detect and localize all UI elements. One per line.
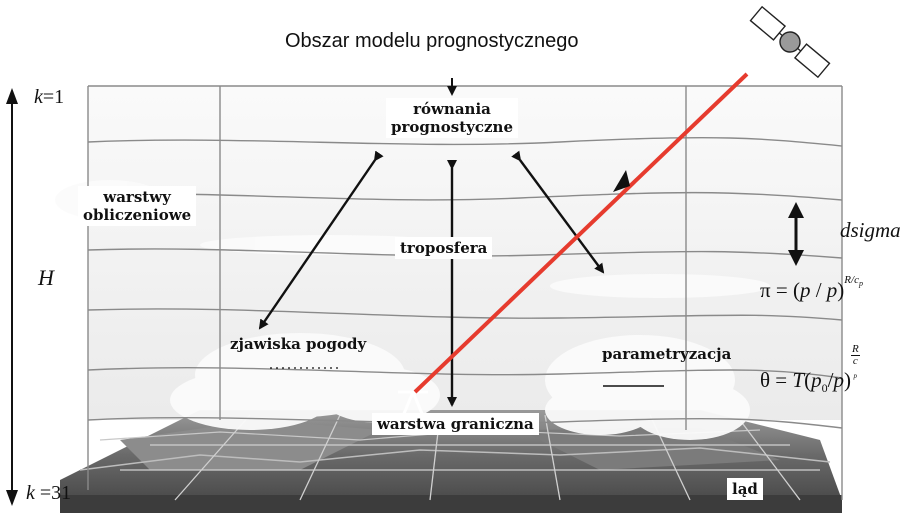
height-label: H — [38, 265, 54, 290]
satellite-ray — [413, 72, 749, 394]
top-arrow — [447, 78, 457, 96]
terrain — [60, 410, 842, 513]
label-parametrization: parametryzacja — [602, 345, 732, 363]
label-troposphere: troposfera — [395, 237, 493, 259]
satellite-icon — [749, 5, 831, 79]
k-top-label: k=1 — [34, 86, 65, 108]
label-boundary-layer: warstwa graniczna — [372, 413, 539, 435]
k-bottom-label: k =31 — [26, 482, 72, 504]
label-land: ląd — [727, 478, 763, 500]
computational-layers — [87, 85, 843, 429]
height-arrow — [6, 88, 18, 506]
arrow-equations-parametrization — [511, 150, 605, 274]
dsigma-label: dsigma — [840, 218, 901, 242]
diagram-title: Obszar modelu prognostycznego — [285, 30, 579, 52]
arrow-equations-weather — [258, 150, 384, 330]
label-weather-phenomena: zjawiska pogody — [230, 335, 367, 353]
dsigma-arrow — [788, 202, 804, 266]
domain-box — [87, 86, 843, 500]
ground-station-icon — [398, 390, 428, 417]
equation-exner: π = (p / p)R/cp — [760, 274, 863, 302]
interaction-arrows — [258, 150, 605, 407]
